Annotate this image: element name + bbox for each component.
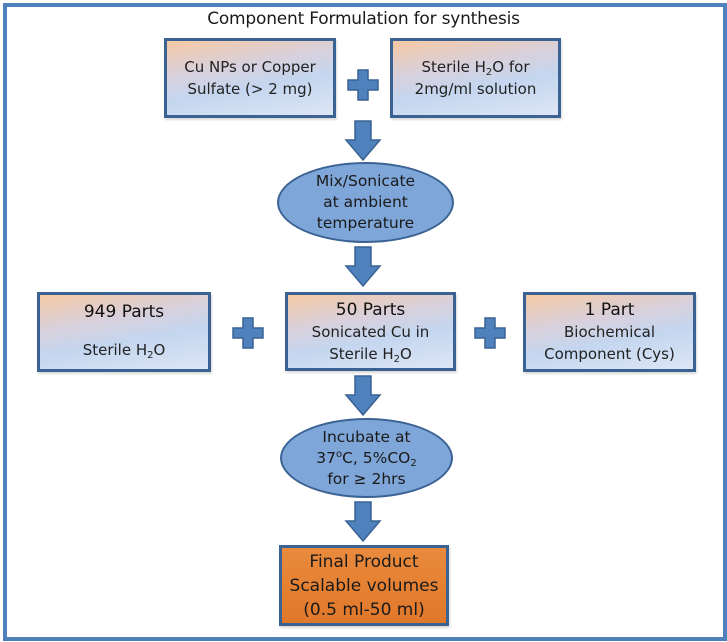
down-arrow-icon (344, 501, 382, 543)
down-arrow-icon (344, 120, 382, 162)
mix-sonicate-line1: Mix/Sonicate (315, 172, 416, 190)
copper-source-line1: Cu NPs or Copper (184, 58, 316, 76)
final-product-line3: (0.5 ml-50 ml) (303, 599, 425, 620)
final-product-line1: Final Product (309, 551, 419, 572)
copper-source-box: Cu NPs or Copper Sulfate (> 2 mg) (164, 38, 336, 118)
diagram-title: Component Formulation for synthesis (207, 9, 520, 29)
sonicated-copper-parts-count: 50 Parts (335, 299, 406, 320)
incubate-step: Incubate at 37oC, 5%CO2 for ≥ 2hrs (280, 418, 453, 498)
sonicated-copper-line1: Sonicated Cu in (311, 322, 430, 341)
sonicated-copper-parts-box: 50 Parts Sonicated Cu in Sterile H2O (285, 292, 456, 371)
sterile-water-parts-count: 949 Parts (83, 302, 165, 322)
incubate-line3: for ≥ 2hrs (327, 469, 406, 488)
sterile-water-parts-label: Sterile H2O (82, 341, 166, 361)
down-arrow-icon (344, 246, 382, 288)
down-arrow-icon (344, 375, 382, 417)
biochemical-component-line1: Biochemical (563, 323, 655, 341)
biochemical-component-box: 1 Part Biochemical Component (Cys) (523, 292, 696, 372)
mix-sonicate-line2: at ambient (323, 193, 408, 211)
final-product-box: Final Product Scalable volumes (0.5 ml-5… (279, 545, 449, 626)
plus-icon (474, 317, 506, 349)
incubate-line2: 37oC, 5%CO2 (316, 448, 417, 469)
sterile-water-parts-box: 949 Parts Sterile H2O (37, 292, 211, 372)
sonicated-copper-line2: Sterile H2O (329, 344, 412, 365)
final-product-line2: Scalable volumes (289, 575, 439, 596)
biochemical-component-parts-count: 1 Part (584, 300, 635, 320)
plus-icon (347, 69, 379, 101)
sterile-water-line1: Sterile H2O for (421, 58, 530, 78)
sterile-water-box: Sterile H2O for 2mg/ml solution (390, 38, 561, 118)
biochemical-component-line2: Component (Cys) (544, 345, 675, 363)
plus-icon (232, 317, 264, 349)
mix-sonicate-step: Mix/Sonicate at ambient temperature (277, 162, 454, 243)
mix-sonicate-line3: temperature (316, 214, 415, 232)
sterile-water-line2: 2mg/ml solution (414, 80, 537, 98)
copper-source-line2: Sulfate (> 2 mg) (187, 80, 313, 98)
incubate-line1: Incubate at (322, 427, 411, 446)
